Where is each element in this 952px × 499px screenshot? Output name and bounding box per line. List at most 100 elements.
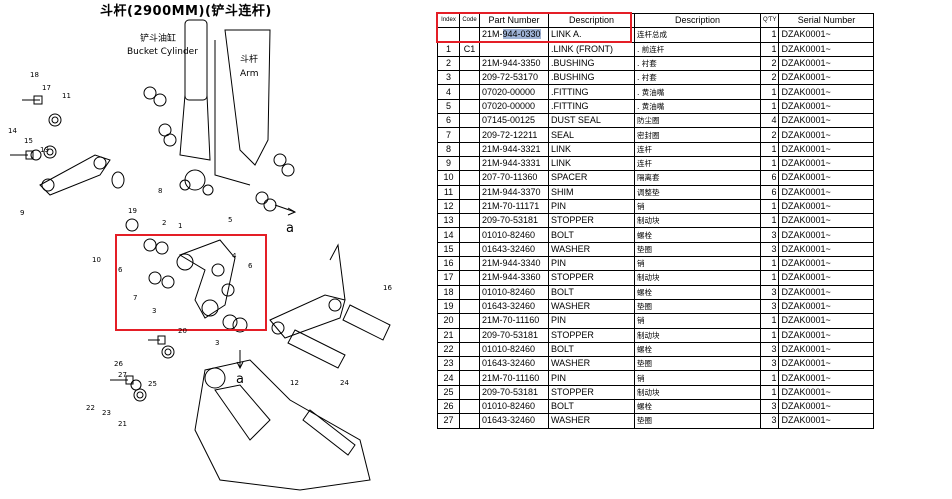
- cell-code: [459, 413, 480, 429]
- cell-serial: DZAK0001~: [778, 198, 875, 215]
- cell-part-number: 01643-32460: [479, 413, 549, 429]
- cell-qty: 1: [759, 198, 780, 215]
- arm-en-label: Arm: [240, 69, 258, 79]
- cell-code: [459, 127, 480, 143]
- callout-4: 4: [232, 252, 237, 260]
- cell-code: [459, 213, 480, 229]
- callout-9: 9: [20, 209, 24, 217]
- cell-qty: 3: [759, 341, 780, 358]
- callout-5: 5: [228, 216, 232, 224]
- cell-code: [459, 55, 480, 72]
- cell-description: STOPPER: [548, 213, 635, 229]
- pin-20-shape: [302, 409, 356, 456]
- cell-description-cn: 垫圈: [634, 356, 761, 372]
- cell-description: .FITTING: [548, 98, 635, 115]
- cell-part-number: 01010-82460: [479, 341, 549, 358]
- column-header-description[interactable]: Description: [548, 12, 635, 29]
- part-number-prefix: 21M-: [482, 29, 503, 40]
- cell-index: 22: [437, 341, 460, 358]
- selected-text[interactable]: 944-0330: [502, 29, 541, 40]
- cell-code: [459, 184, 480, 200]
- cylinder-rod-shape: [179, 94, 211, 161]
- cell-code: C1: [459, 41, 480, 57]
- cell-description-cn: 调整垫: [634, 184, 761, 200]
- cell-description: SEAL: [548, 127, 635, 143]
- cell-code: [459, 356, 480, 372]
- callout-27: 27: [118, 371, 127, 379]
- cell-description-cn: 销: [634, 256, 761, 272]
- cell-serial: DZAK0001~: [778, 27, 875, 43]
- cell-index: 11: [437, 184, 460, 200]
- cell-serial: DZAK0001~: [778, 98, 875, 115]
- column-header-qty[interactable]: Q'TY: [759, 12, 780, 29]
- cell-index: 5: [437, 98, 460, 115]
- cell-part-number: 209-70-53181: [479, 213, 549, 229]
- cell-serial: DZAK0001~: [778, 84, 875, 100]
- cell-description-cn: 销: [634, 370, 761, 386]
- cell-part-number: 07020-00000: [479, 98, 549, 115]
- cell-qty: 1: [759, 313, 780, 329]
- column-header-index[interactable]: Index: [437, 12, 460, 29]
- cell-part-number: 21M-70-11160: [479, 370, 549, 386]
- cell-index: 10: [437, 170, 460, 186]
- cell-description-cn: 螺栓: [634, 341, 761, 358]
- cell-description-cn: 密封圈: [634, 127, 761, 143]
- cell-qty: 6: [759, 170, 780, 186]
- cell-code: [459, 98, 480, 115]
- bucket-cylinder-en-label: Bucket Cylinder: [127, 47, 198, 57]
- cell-code: [459, 341, 480, 358]
- cell-description-cn: . 衬套: [634, 70, 761, 86]
- cell-code: [459, 70, 480, 86]
- column-header-serial[interactable]: Serial Number: [778, 12, 875, 29]
- callout-14: 14: [8, 127, 17, 135]
- column-header-description-cn[interactable]: Description: [634, 12, 761, 29]
- bucket-shape: [194, 359, 371, 491]
- parts-table: Index Code Part Number Description Descr…: [437, 12, 875, 429]
- link-9-shape: [39, 154, 111, 196]
- cell-description-cn: 垫圈: [634, 413, 761, 429]
- cell-description: DUST SEAL: [548, 113, 635, 129]
- callout-10: 10: [92, 256, 101, 264]
- cell-code: [459, 284, 480, 300]
- cell-part-number: 01010-82460: [479, 227, 549, 243]
- cell-description-cn: 制动块: [634, 327, 761, 343]
- cell-description: LINK: [548, 141, 635, 157]
- cell-serial: DZAK0001~: [778, 270, 875, 286]
- cell-index: 23: [437, 356, 460, 372]
- cell-index: 14: [437, 227, 460, 243]
- cell-part-number: 01643-32460: [479, 298, 549, 315]
- cell-part-number: 21M-70-11160: [479, 313, 549, 329]
- cell-description-cn: 连杆总成: [634, 27, 761, 43]
- pin-12-shape: [287, 329, 346, 369]
- cell-index: 9: [437, 155, 460, 172]
- exploded-view-drawing: 铲斗油缸 Bucket Cylinder 斗杆 Arm a a 18 17 11…: [8, 19, 392, 491]
- pin-16-shape: [342, 304, 391, 341]
